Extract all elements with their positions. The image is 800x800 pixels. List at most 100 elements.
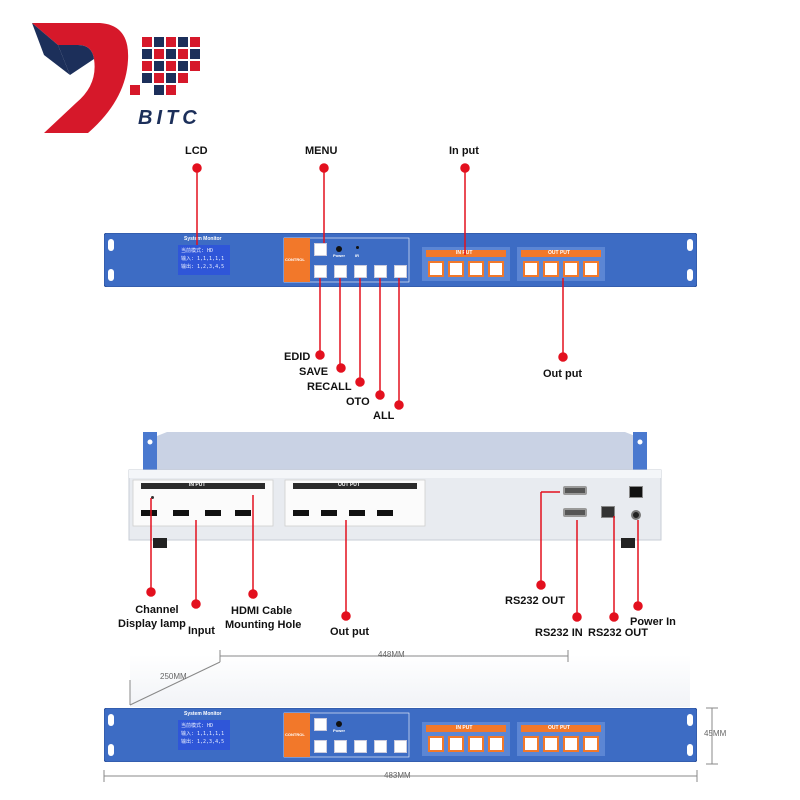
dimension-inner-width: 448MM <box>378 650 405 659</box>
input-button-1[interactable] <box>428 261 444 277</box>
input-group-header-2: IN PUT <box>426 725 506 732</box>
input-group-label-2: IN PUT <box>456 725 473 731</box>
lcd-line: 当前模式: HD <box>181 248 214 254</box>
hdmi-output-port <box>321 510 337 516</box>
callout-all: ALL <box>373 410 395 422</box>
callout-rs232-out-2: RS232 OUT <box>588 627 648 639</box>
callout-lcd: LCD <box>185 145 208 157</box>
control-badge: CONTROL <box>284 238 310 282</box>
control-label-2: CONTROL <box>285 732 305 737</box>
recall-button[interactable] <box>354 265 367 278</box>
brand-logo: BITC <box>30 15 230 140</box>
lcd-line: 输入: 1,1,1,1,1 <box>181 256 225 262</box>
save-button-2[interactable] <box>334 740 347 753</box>
hdmi-output-port <box>377 510 393 516</box>
output-button-3[interactable] <box>563 261 579 277</box>
callout-hdmi-hole-line2: Mounting Hole <box>225 619 302 631</box>
lcd-title-2: System Monitor <box>184 711 222 717</box>
save-button[interactable] <box>334 265 347 278</box>
all-button-2[interactable] <box>394 740 407 753</box>
hdmi-input-port <box>205 510 221 516</box>
callout-channel-lamp: Channel Display lamp <box>118 604 186 630</box>
input-group-label: IN PUT <box>456 250 473 256</box>
callout-power-in: Power In <box>630 616 676 628</box>
control-badge-2: CONTROL <box>284 713 310 757</box>
output-group-header: OUT PUT <box>521 250 601 257</box>
input-button-4[interactable] <box>488 736 504 752</box>
output-group-label: OUT PUT <box>548 250 570 256</box>
rs232-out-port <box>563 486 587 495</box>
input-button-3[interactable] <box>468 736 484 752</box>
input-button-2[interactable] <box>448 261 464 277</box>
power-switch[interactable] <box>629 486 643 498</box>
callout-hdmi-hole: HDMI Cable Mounting Hole <box>225 605 301 631</box>
output-button-4[interactable] <box>583 261 599 277</box>
output-button-1[interactable] <box>523 736 539 752</box>
dimension-height: 45MM <box>704 729 727 738</box>
edid-button[interactable] <box>314 265 327 278</box>
control-label: CONTROL <box>285 257 305 262</box>
output-button-3[interactable] <box>563 736 579 752</box>
callout-rs232-out: RS232 OUT <box>505 595 565 607</box>
output-button-2[interactable] <box>543 261 559 277</box>
front-panel-top: System Monitor 当前模式: HD 输入: 1,1,1,1,1 输出… <box>104 233 697 287</box>
input-button-4[interactable] <box>488 261 504 277</box>
oto-button-2[interactable] <box>374 740 387 753</box>
output-button-1[interactable] <box>523 261 539 277</box>
callout-rear-output: Out put <box>330 626 370 638</box>
dimension-depth: 250MM <box>160 672 187 681</box>
output-group-label-2: OUT PUT <box>548 725 570 731</box>
callout-input: In put <box>449 145 479 157</box>
dimension-top-surface <box>130 655 690 707</box>
menu-button-2[interactable] <box>314 718 327 731</box>
input-button-1[interactable] <box>428 736 444 752</box>
channel-lamp <box>151 496 154 499</box>
hdmi-input-port <box>141 510 157 516</box>
power-label-2: Power <box>333 728 346 733</box>
callout-oto: OTO <box>346 396 370 408</box>
callout-rear-input: Input <box>188 625 215 637</box>
menu-button[interactable] <box>314 243 327 256</box>
rear-input-header: IN PUT <box>141 482 265 489</box>
power-label: Power <box>333 253 346 258</box>
rs232-in-port <box>563 508 587 517</box>
rj45-port <box>601 506 615 518</box>
power-indicator-icon-2 <box>336 721 342 727</box>
output-group-header-2: OUT PUT <box>521 725 601 732</box>
lcd-display: 当前模式: HD 输入: 1,1,1,1,1 输出: 1,2,3,4,5 <box>178 245 230 275</box>
lcd-display-2: 当前模式: HD 输入: 1,1,1,1,1 输出: 1,2,3,4,5 <box>178 720 230 750</box>
callout-rs232-in: RS232 IN <box>535 627 583 639</box>
hdmi-input-port <box>173 510 189 516</box>
edid-button-2[interactable] <box>314 740 327 753</box>
input-group-header: IN PUT <box>426 250 506 257</box>
oto-button[interactable] <box>374 265 387 278</box>
callout-channel-lamp-line1: Channel <box>135 604 179 616</box>
callout-recall: RECALL <box>307 381 352 393</box>
callout-output: Out put <box>543 368 583 380</box>
output-button-4[interactable] <box>583 736 599 752</box>
hdmi-input-port <box>235 510 251 516</box>
lcd-line: 当前模式: HD <box>181 723 214 729</box>
rear-panel: IN PUT OUT PUT <box>125 430 665 555</box>
rear-output-label: OUT PUT <box>338 482 360 488</box>
all-button[interactable] <box>394 265 407 278</box>
output-button-2[interactable] <box>543 736 559 752</box>
ir-indicator-icon <box>356 246 359 249</box>
hdmi-output-port <box>349 510 365 516</box>
brand-name: BITC <box>138 107 201 129</box>
input-button-2[interactable] <box>448 736 464 752</box>
hdmi-output-port <box>293 510 309 516</box>
power-indicator-icon <box>336 246 342 252</box>
callout-hdmi-hole-line1: HDMI Cable <box>231 605 293 617</box>
lcd-line: 输入: 1,1,1,1,1 <box>181 731 225 737</box>
lcd-title: System Monitor <box>184 236 222 242</box>
callout-channel-lamp-line2: Display lamp <box>118 618 186 630</box>
front-panel-bottom: System Monitor 当前模式: HD 输入: 1,1,1,1,1 输出… <box>104 708 697 762</box>
input-button-3[interactable] <box>468 261 484 277</box>
dc-power-jack <box>631 510 641 520</box>
recall-button-2[interactable] <box>354 740 367 753</box>
rear-input-label: IN PUT <box>189 482 206 488</box>
lcd-line: 输出: 1,2,3,4,5 <box>181 739 225 745</box>
